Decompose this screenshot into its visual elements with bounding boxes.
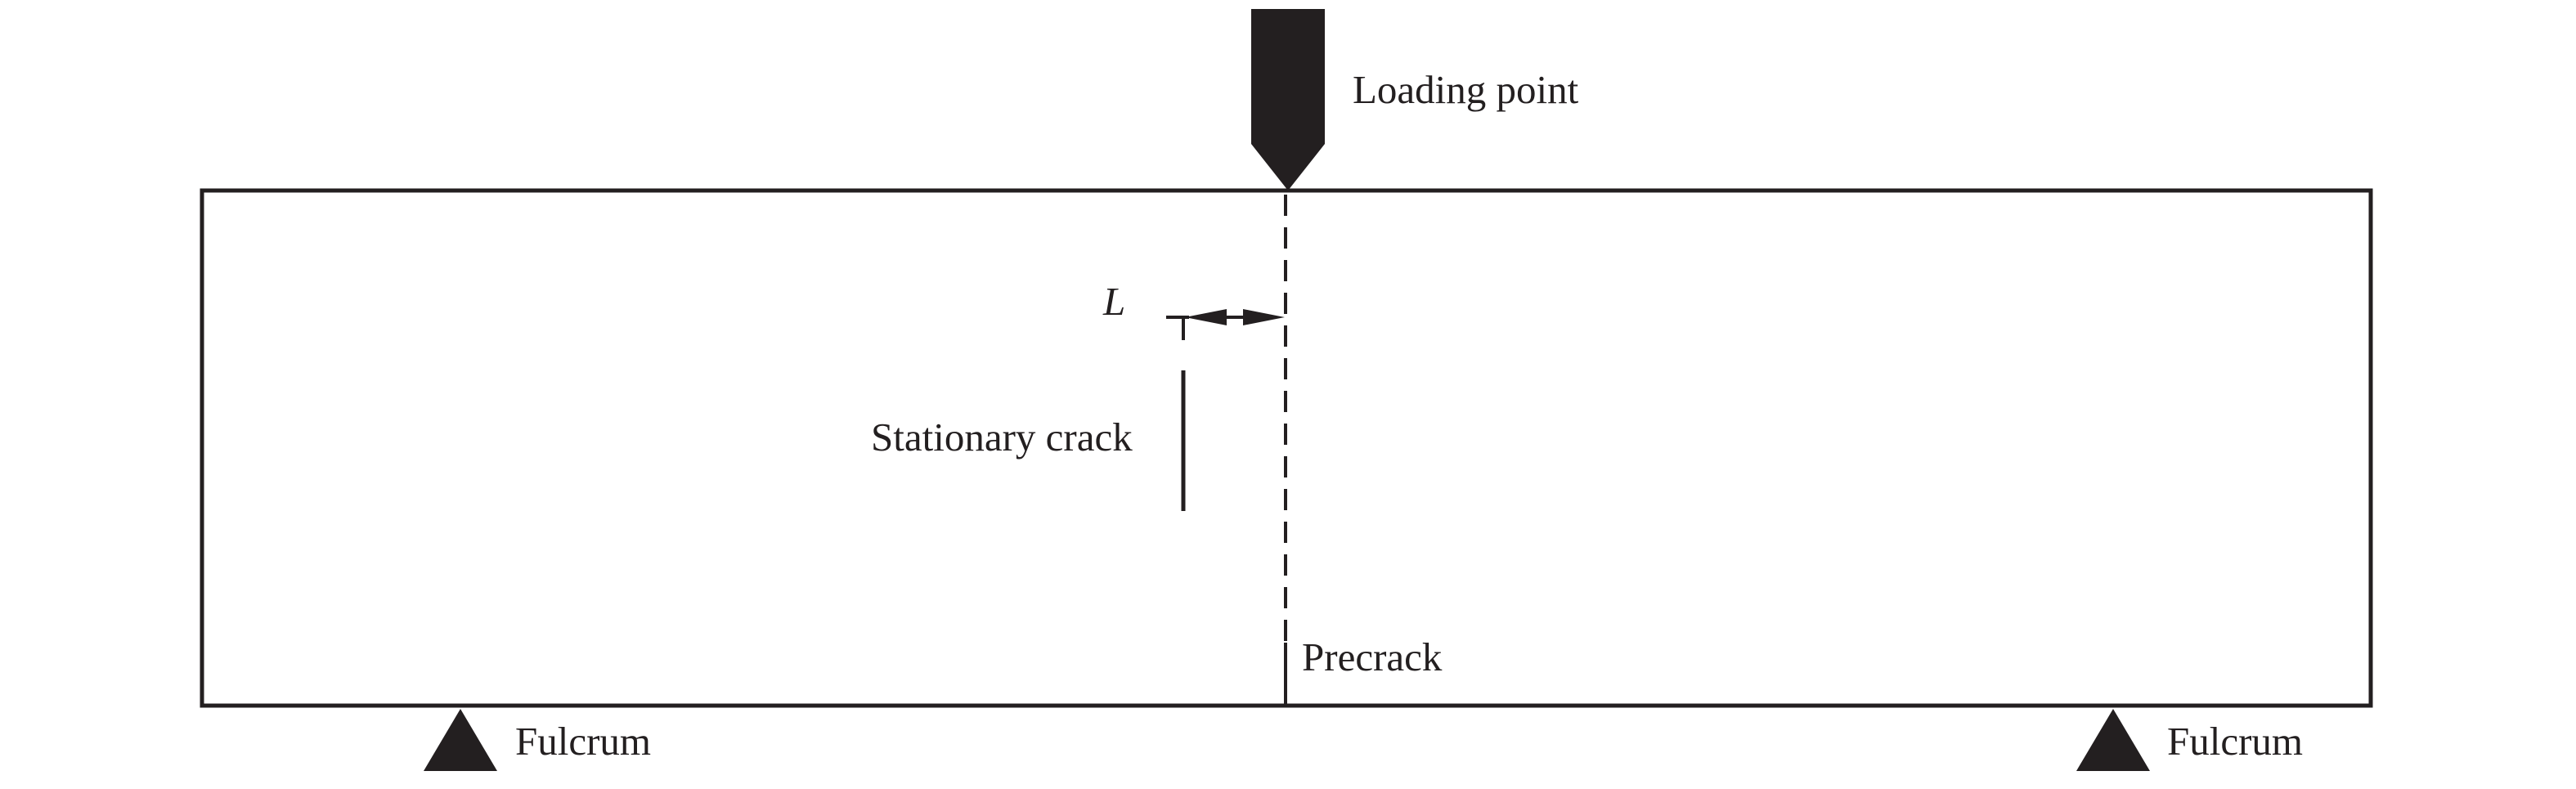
stationary-crack-label: Stationary crack xyxy=(871,415,1133,460)
fulcrum-left-label: Fulcrum xyxy=(515,719,651,764)
dimension-arrowhead-right xyxy=(1243,309,1285,325)
length-symbol-label: L xyxy=(1102,279,1125,324)
fulcrum-right-label: Fulcrum xyxy=(2167,719,2303,764)
precrack-label: Precrack xyxy=(1302,634,1443,679)
length-dimension xyxy=(1166,309,1285,340)
loading-point-label: Loading point xyxy=(1353,67,1579,112)
fulcrum-right-triangle xyxy=(2076,709,2150,771)
dimension-arrowhead-left xyxy=(1185,309,1227,325)
loading-point-indenter xyxy=(1251,9,1325,191)
fulcrum-left-triangle xyxy=(424,709,497,771)
